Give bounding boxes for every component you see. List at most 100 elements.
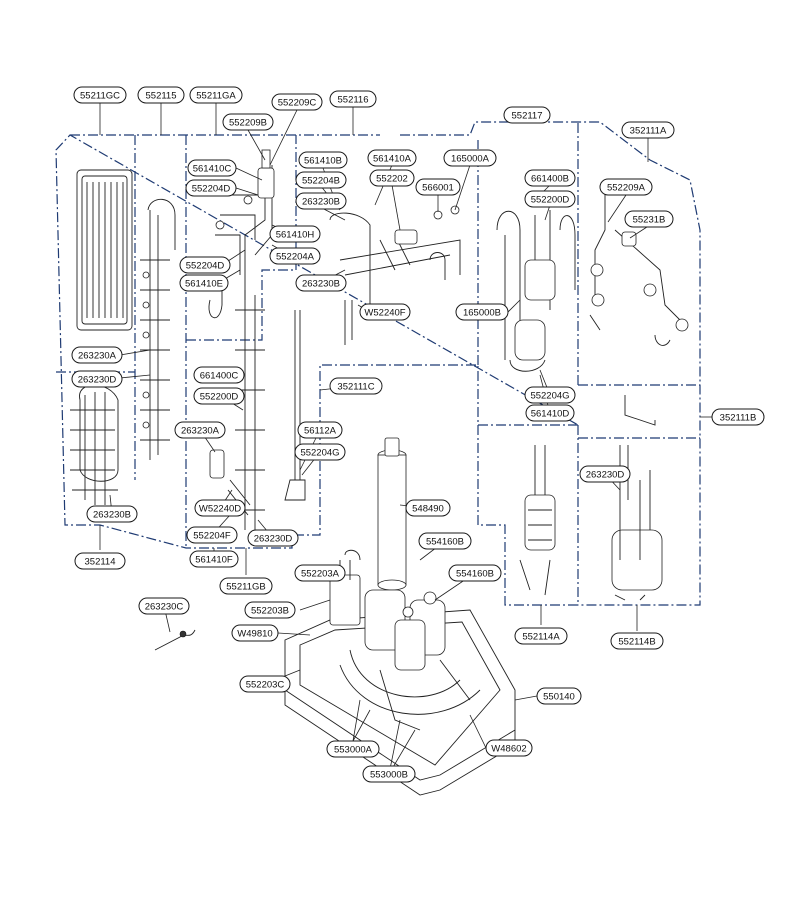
callout-561410A: 561410A xyxy=(367,149,417,167)
svg-text:552204G: 552204G xyxy=(300,448,339,459)
callout-165000A: 165000A xyxy=(443,149,497,167)
callout-352114: 352114 xyxy=(74,552,126,570)
callout-352111B: 352111B xyxy=(711,408,765,426)
expansion-valves-55211GB xyxy=(209,290,306,530)
callout-W52240F: W52240F xyxy=(359,303,411,321)
callout-55211GB: 55211GB xyxy=(219,577,273,595)
svg-text:548490: 548490 xyxy=(412,504,444,515)
callout-552204G-mid: 552204G xyxy=(294,443,346,461)
callout-550140: 550140 xyxy=(536,687,582,705)
callout-552203C: 552203C xyxy=(239,675,291,693)
svg-text:552114B: 552114B xyxy=(618,637,655,648)
compressor-base-assembly xyxy=(284,437,516,796)
svg-text:552203A: 552203A xyxy=(301,569,340,580)
callout-552204G-right: 552204G xyxy=(524,386,576,404)
svg-text:W48602: W48602 xyxy=(491,744,526,755)
svg-text:552116: 552116 xyxy=(338,95,369,106)
svg-text:263230A: 263230A xyxy=(78,351,117,362)
sensor-263230C xyxy=(154,629,196,651)
svg-text:55231B: 55231B xyxy=(633,215,666,226)
callout-561410E: 561410E xyxy=(179,274,229,292)
svg-text:561410E: 561410E xyxy=(185,279,223,290)
svg-text:263230A: 263230A xyxy=(181,426,220,437)
svg-text:552202: 552202 xyxy=(376,174,408,185)
svg-text:552204D: 552204D xyxy=(192,184,231,195)
callout-561410C: 561410C xyxy=(187,159,237,177)
callout-552204A: 552204A xyxy=(269,247,321,265)
svg-text:661400C: 661400C xyxy=(200,371,239,382)
svg-text:552203C: 552203C xyxy=(246,680,285,691)
svg-text:263230D: 263230D xyxy=(254,534,293,545)
svg-text:552204B: 552204B xyxy=(302,176,340,187)
callout-352111A: 352111A xyxy=(621,121,675,139)
svg-text:263230D: 263230D xyxy=(78,375,117,386)
svg-text:552204F: 552204F xyxy=(193,531,231,542)
callout-263230B-mid: 263230B xyxy=(295,274,347,292)
callout-561410F: 561410F xyxy=(189,550,239,568)
svg-text:552204A: 552204A xyxy=(276,252,315,263)
svg-text:W49810: W49810 xyxy=(237,629,272,640)
svg-text:352111A: 352111A xyxy=(630,126,667,137)
svg-text:263230D: 263230D xyxy=(586,470,625,481)
svg-text:263230B: 263230B xyxy=(302,197,340,208)
callout-552116: 552116 xyxy=(329,90,377,108)
svg-text:561410B: 561410B xyxy=(304,156,342,167)
svg-text:552203B: 552203B xyxy=(251,606,289,617)
pipe-rack-552115 xyxy=(140,198,176,460)
svg-text:561410F: 561410F xyxy=(195,555,233,566)
callout-552117: 552117 xyxy=(503,106,551,124)
callout-W48602: W48602 xyxy=(485,739,533,757)
svg-text:554160B: 554160B xyxy=(426,537,464,548)
svg-text:552114A: 552114A xyxy=(522,632,560,643)
callout-552204D-top: 552204D xyxy=(185,179,237,197)
svg-text:552204D: 552204D xyxy=(186,261,225,272)
svg-text:554160B: 554160B xyxy=(456,569,494,580)
callout-661400C: 661400C xyxy=(193,366,245,384)
svg-text:552204G: 552204G xyxy=(530,391,569,402)
callout-263230D-right: 263230D xyxy=(579,465,631,483)
svg-text:550140: 550140 xyxy=(543,692,575,703)
svg-text:552115: 552115 xyxy=(146,91,177,102)
callout-552115: 552115 xyxy=(137,86,185,104)
callout-554160B-mid: 554160B xyxy=(448,564,502,582)
callout-labels: 55211GC 552115 55211GA 552209C 552116 55… xyxy=(71,86,765,783)
callout-553000B: 553000B xyxy=(362,765,416,783)
callout-55231B: 55231B xyxy=(624,210,674,228)
callout-554160B-top: 554160B xyxy=(418,532,472,550)
svg-text:553000A: 553000A xyxy=(334,745,373,756)
callout-552200D-top: 552200D xyxy=(524,190,576,208)
callout-552209B: 552209B xyxy=(222,113,274,131)
callout-263230D-left: 263230D xyxy=(71,370,123,388)
svg-text:561410H: 561410H xyxy=(276,230,315,241)
callout-561410D: 561410D xyxy=(525,404,575,422)
svg-text:552209B: 552209B xyxy=(229,118,267,129)
callout-552203A: 552203A xyxy=(294,564,346,582)
svg-text:352111B: 352111B xyxy=(720,413,757,424)
callout-W52240D: W52240D xyxy=(194,499,246,517)
callout-552200D-mid: 552200D xyxy=(193,387,245,405)
callout-661400B: 661400B xyxy=(524,169,576,187)
callout-56112A: 56112A xyxy=(297,421,343,439)
svg-text:552200D: 552200D xyxy=(200,392,239,403)
svg-text:561410D: 561410D xyxy=(531,409,570,420)
svg-text:55211GA: 55211GA xyxy=(196,91,236,102)
callout-263230B-top: 263230B xyxy=(295,192,347,210)
callout-55211GA: 55211GA xyxy=(189,86,243,104)
callout-263230B-left: 263230B xyxy=(86,505,138,523)
svg-text:55211GB: 55211GB xyxy=(226,582,265,593)
accumulator-552114B xyxy=(611,445,663,601)
svg-text:W52240D: W52240D xyxy=(199,504,241,515)
svg-text:165000A: 165000A xyxy=(451,154,490,165)
valve-assembly-55211GA xyxy=(208,149,275,318)
callout-552204F: 552204F xyxy=(186,526,238,544)
assembly-outlines xyxy=(55,120,701,606)
callout-263230A-left: 263230A xyxy=(71,346,123,364)
callout-552202: 552202 xyxy=(369,169,415,187)
callout-352111C: 352111C xyxy=(329,377,383,395)
svg-text:352111C: 352111C xyxy=(337,382,374,393)
svg-text:566001: 566001 xyxy=(422,183,454,194)
svg-text:661400B: 661400B xyxy=(531,174,569,185)
pipe-352111B xyxy=(624,395,656,426)
svg-text:55211GC: 55211GC xyxy=(80,91,120,102)
